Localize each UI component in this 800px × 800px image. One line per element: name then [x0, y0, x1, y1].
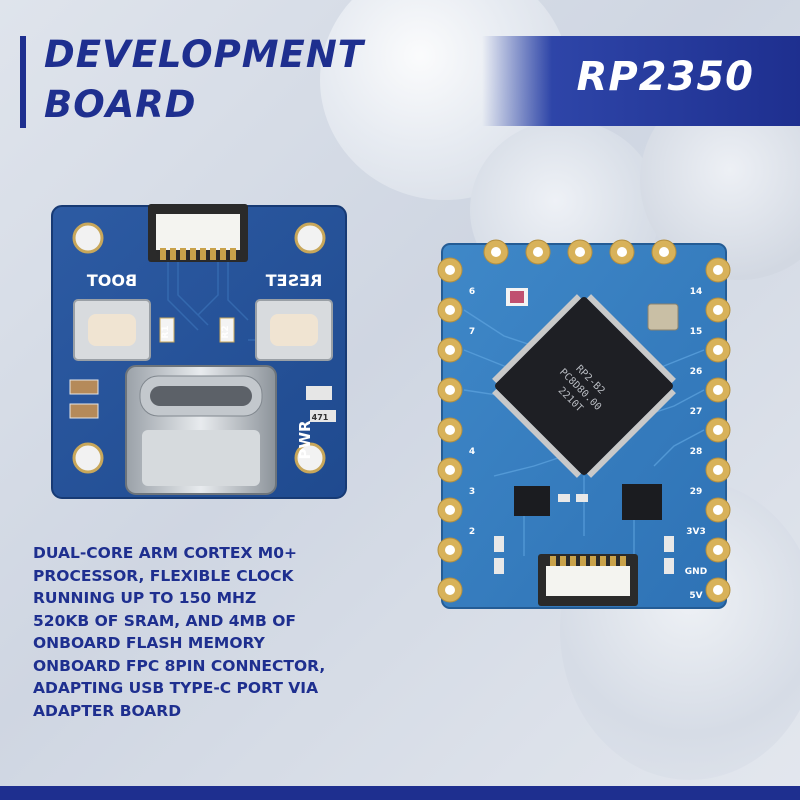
- product-banner: RP2350: [482, 36, 800, 126]
- rp2350-board-photo: RP2-B2 PC8D80.00 2210T 6: [434, 236, 734, 616]
- silk-reset-label: RESET: [266, 271, 323, 290]
- pin-label: 14: [690, 287, 703, 297]
- headline-line-1: DEVELOPMENT: [44, 33, 365, 76]
- silk-r2-label: R2: [221, 325, 231, 338]
- product-name: RP2350: [576, 54, 754, 100]
- pin-label: GND: [685, 567, 707, 577]
- pin-label: 28: [690, 447, 703, 457]
- feature-description: DUAL-CORE ARM CORTEX M0+ PROCESSOR, FLEX…: [33, 542, 373, 722]
- pin-label: 5V: [689, 591, 702, 601]
- reset-button: [255, 299, 333, 361]
- feature-line: RUNNING UP TO 150 MHZ: [33, 589, 257, 607]
- silk-pwr-label: PWR: [296, 420, 314, 460]
- bottom-accent-bar: [0, 786, 800, 800]
- feature-line: ADAPTING USB TYPE-C PORT VIA: [33, 679, 319, 697]
- pin-label: 3V3: [686, 527, 706, 537]
- pin-label: 3: [469, 487, 475, 497]
- feature-line: ADAPTER BOARD: [33, 701, 182, 720]
- silk-boot-label: BOOT: [87, 271, 137, 290]
- feature-line: DUAL-CORE ARM CORTEX M0+: [33, 544, 297, 562]
- fpc-connector: [538, 554, 638, 606]
- headline-accent-bar: [20, 36, 26, 128]
- pin-label: 6: [469, 287, 475, 297]
- pin-label: 15: [690, 327, 703, 337]
- boot-button: [73, 299, 151, 361]
- mounting-holes: [72, 222, 326, 474]
- silk-resistor-code: 471: [312, 413, 329, 422]
- silk-r1-label: R1: [161, 325, 171, 338]
- adapter-board-photo: BOOT RESET PWR R1 R2 471: [48, 190, 350, 502]
- pin-label: 26: [690, 367, 703, 377]
- pin-label: 29: [690, 487, 703, 497]
- pin-label: 4: [469, 447, 475, 457]
- feature-line: ONBOARD FPC 8PIN CONNECTOR,: [33, 656, 326, 675]
- headline-line-2: BOARD: [44, 83, 197, 126]
- feature-line: 520KB OF SRAM, AND 4MB OF: [33, 611, 296, 630]
- feature-line: PROCESSOR, FLEXIBLE CLOCK: [33, 566, 294, 585]
- pin-label: 7: [469, 327, 475, 337]
- headline: DEVELOPMENT BOARD: [44, 30, 364, 130]
- feature-line: ONBOARD FLASH MEMORY: [33, 634, 265, 652]
- usb-c-port: [125, 365, 277, 495]
- pin-label: 27: [690, 407, 703, 417]
- rp2350-chip: RP2-B2 PC8D80.00 2210T: [492, 294, 676, 478]
- pin-label: 2: [469, 527, 475, 537]
